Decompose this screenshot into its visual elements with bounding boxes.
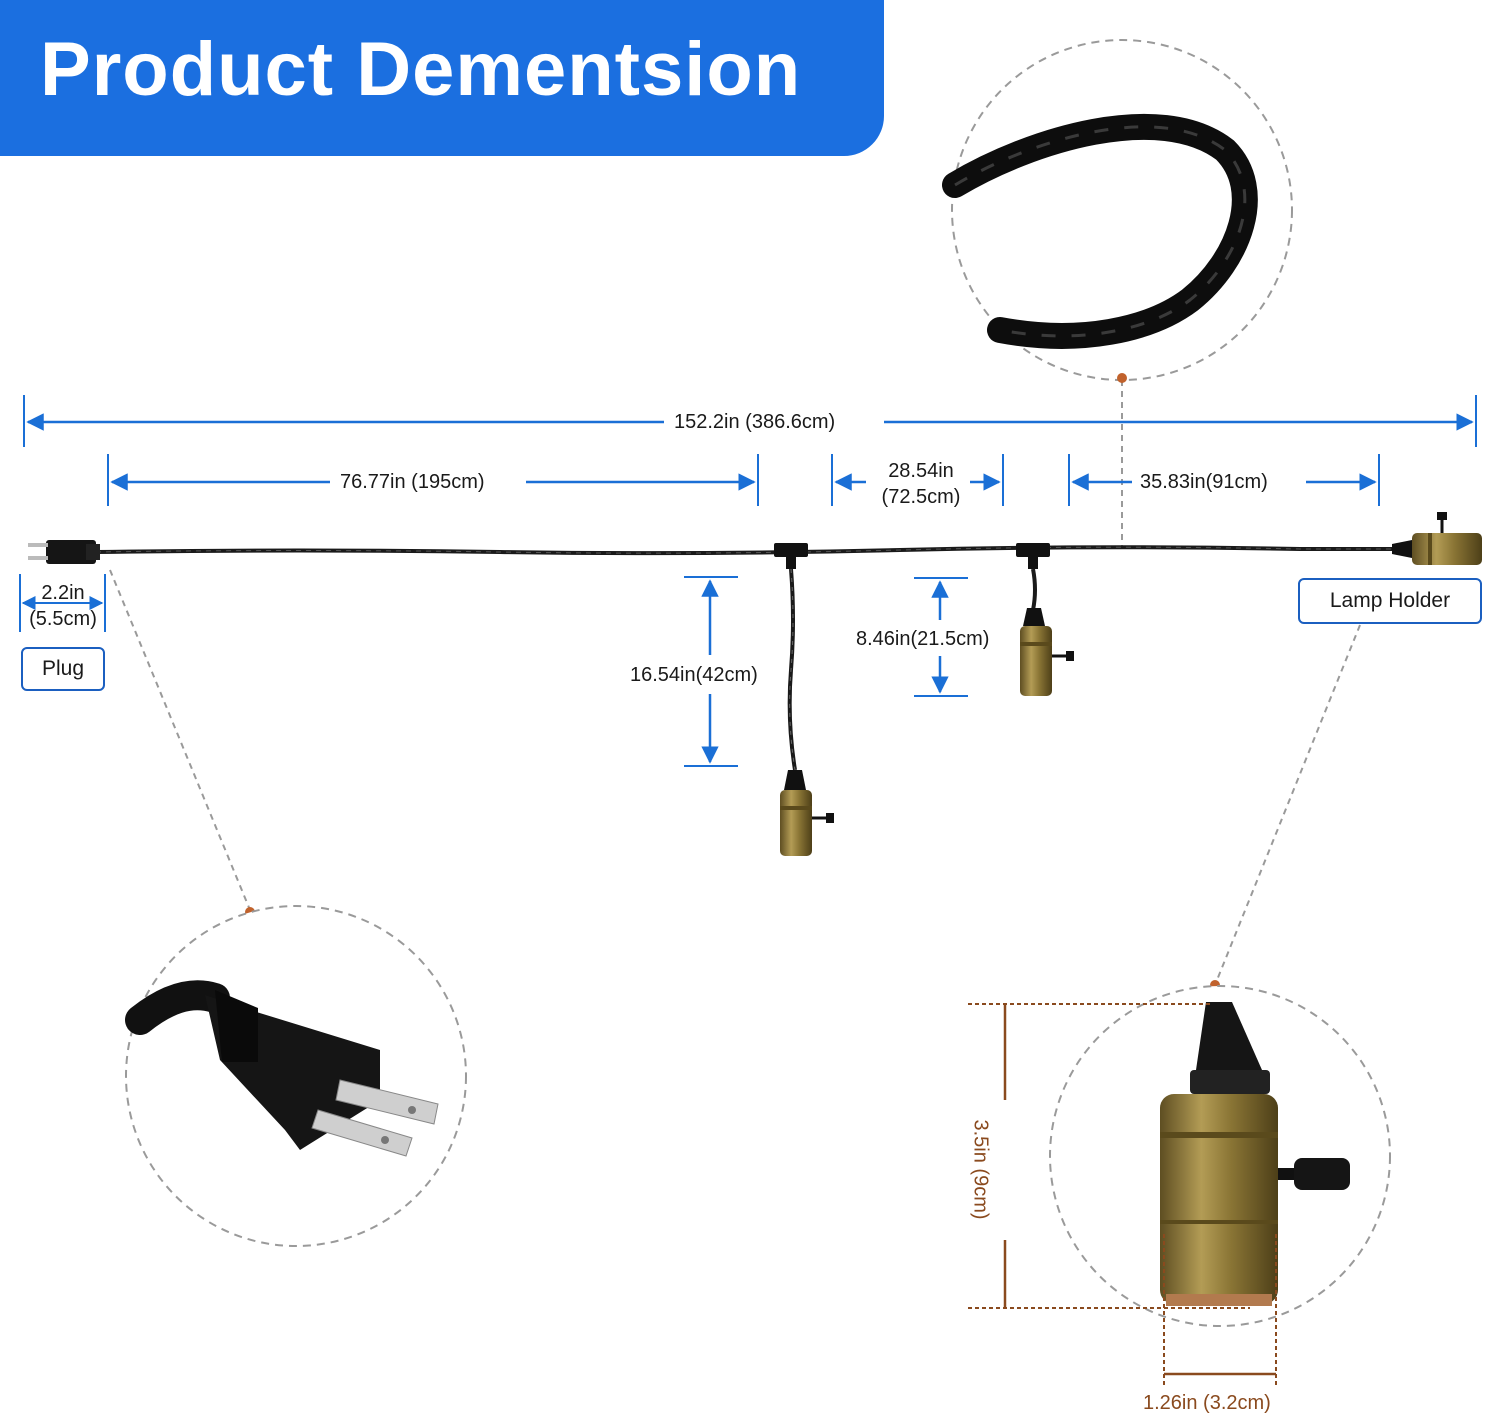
short-drop-label: 8.46in(21.5cm)	[856, 627, 990, 651]
t-connector-2	[1016, 543, 1050, 569]
plug-label: Plug	[41, 657, 85, 680]
between-drops-label: 28.54in (72.5cm)	[881, 460, 961, 508]
plug-to-first-label: 76.77in (195cm)	[340, 471, 485, 493]
short-drop-pendant	[1020, 568, 1074, 696]
plug-icon	[28, 540, 100, 564]
total-length-dimension	[23, 395, 1477, 447]
plug-length-dimension	[19, 574, 106, 632]
holder-height-dimension	[968, 1003, 1250, 1309]
title-banner: Product Dementsion	[0, 0, 884, 156]
long-drop-pendant	[780, 568, 834, 856]
plug-length-label: 2.2in (5.5cm)	[29, 582, 97, 630]
long-drop-label: 16.54in(42cm)	[630, 663, 758, 687]
lamp-holder-zoom-circle	[1049, 624, 1391, 1327]
between-drops-dimension	[831, 454, 1004, 506]
holder-diameter-label: 1.26in (3.2cm)	[1143, 1392, 1271, 1414]
cord-anchor-dot	[1117, 373, 1127, 383]
plug-zoom-circle	[109, 569, 467, 1247]
t-connector-1	[774, 543, 808, 569]
holder-height-label: 3.5in (9cm)	[969, 1119, 992, 1220]
lamp-holder-label-box: Lamp Holder	[1298, 578, 1482, 624]
total-length-label: 152.2in (386.6cm)	[674, 411, 836, 433]
page-title: Product Dementsion	[40, 27, 802, 112]
short-drop-dimension	[914, 577, 968, 697]
plug-to-first-dimension	[107, 454, 759, 506]
cord-zoom-circle	[942, 39, 1293, 548]
long-drop-dimension	[684, 576, 738, 767]
main-cord	[95, 545, 1412, 556]
last-to-holder-dimension	[1068, 454, 1380, 506]
end-lamp-holder-icon	[1392, 512, 1482, 565]
holder-diameter-dimension	[1163, 1234, 1277, 1388]
lamp-holder-label: Lamp Holder	[1329, 589, 1451, 612]
plug-label-box: Plug	[21, 647, 105, 691]
last-to-holder-label: 35.83in(91cm)	[1140, 471, 1268, 493]
